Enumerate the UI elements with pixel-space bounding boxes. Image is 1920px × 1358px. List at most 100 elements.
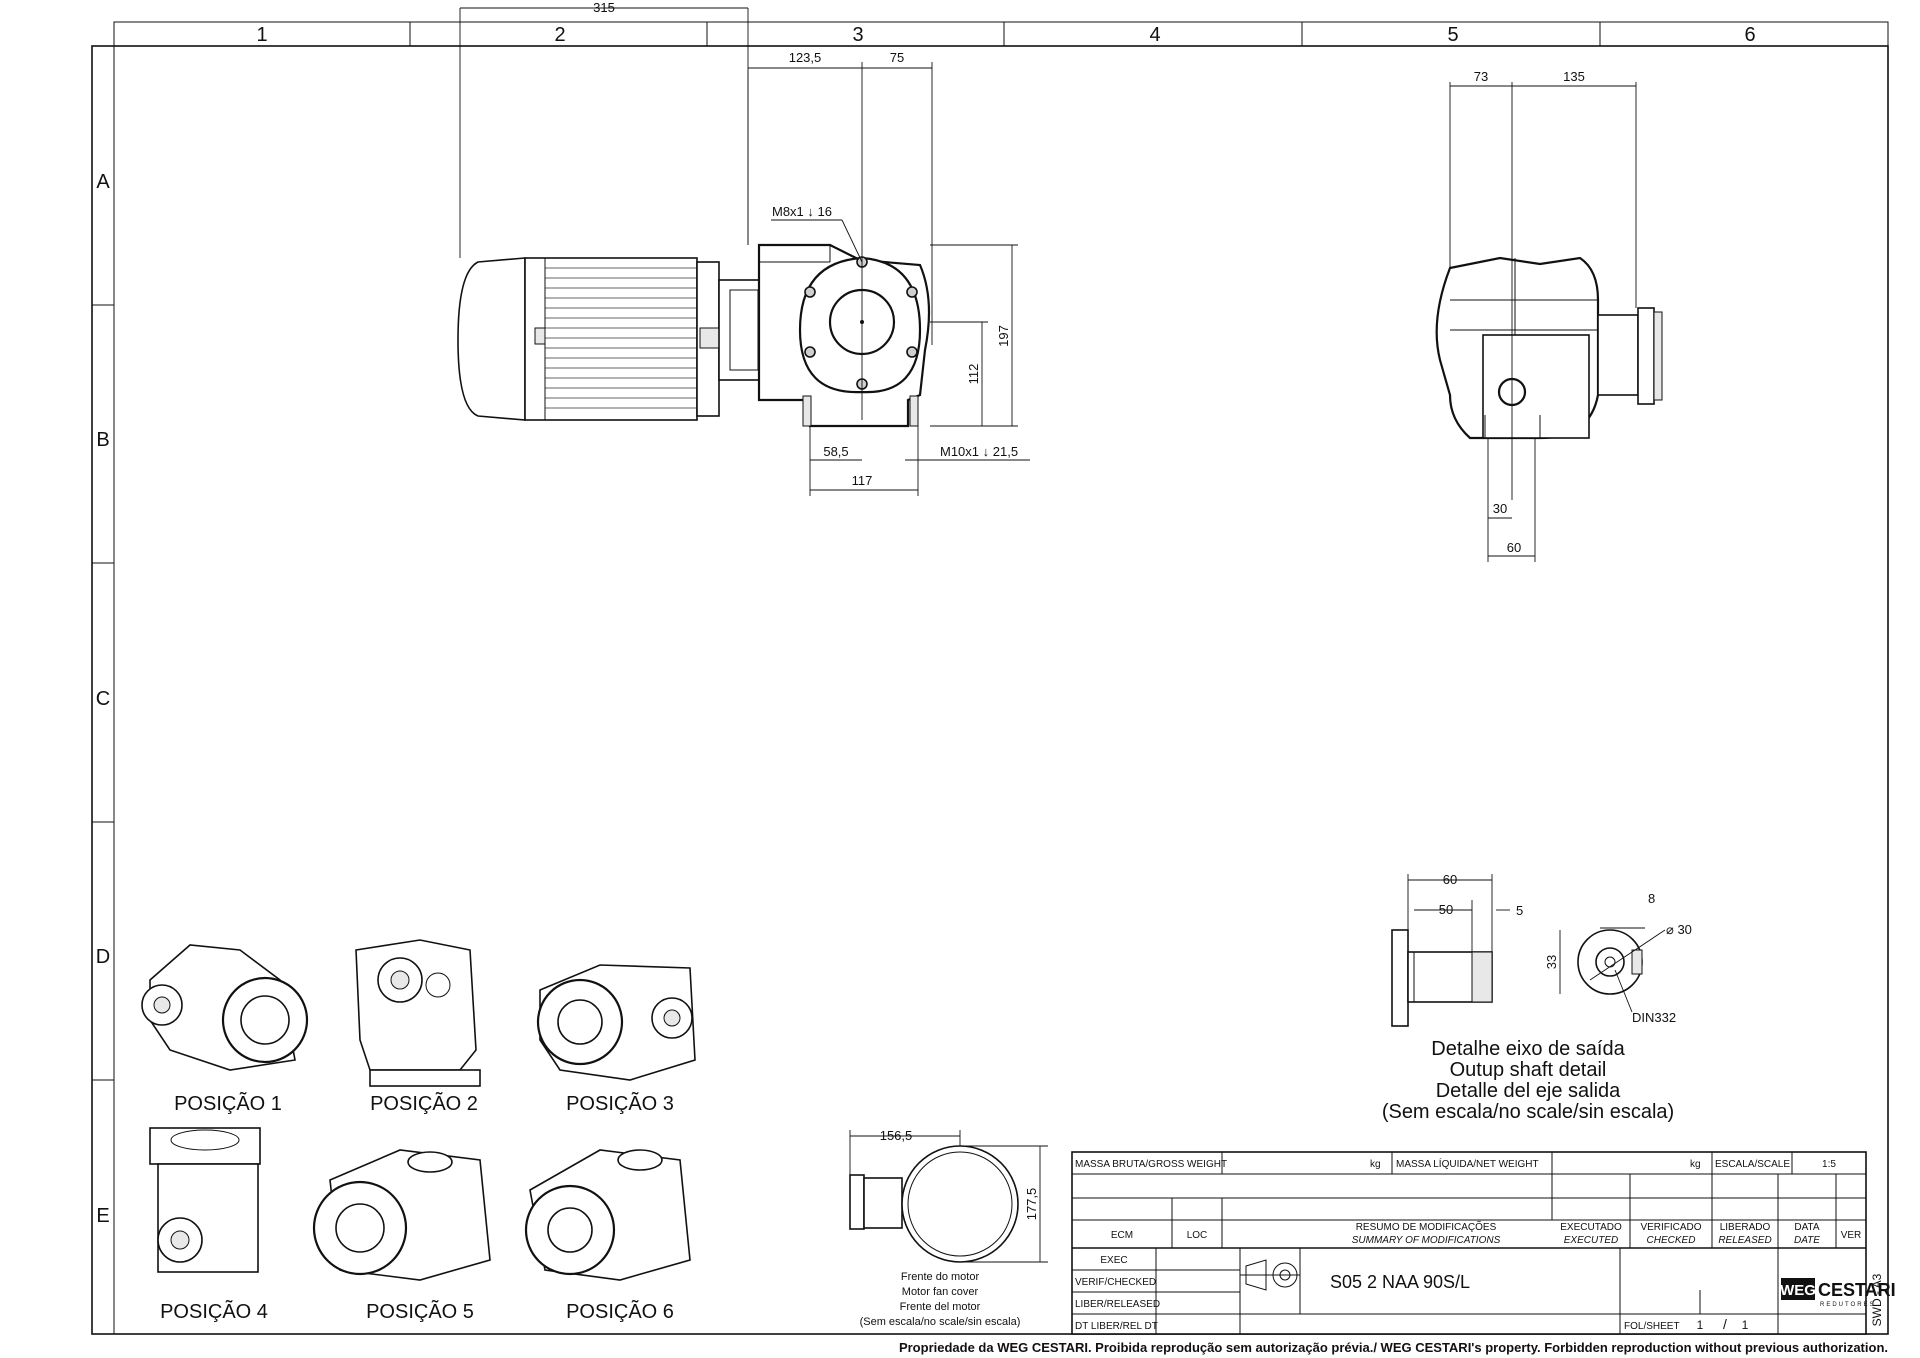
motor-cover-caption: Frente do motor Motor fan cover Frente d… [860,1271,1021,1328]
net-weight-label: MASSA LÍQUIDA/NET WEIGHT [1396,1157,1539,1170]
executed-label-en: EXECUTED [1564,1235,1618,1246]
dim-60: 60 [1507,540,1521,555]
verif-label: VERIF/CHECKED [1075,1277,1156,1288]
scale-value: 1:5 [1822,1159,1836,1170]
position-2-view [355,939,481,1087]
mounting-positions: POSIÇÃO 1 POSIÇÃO 2 POSIÇÃO 3 POSIÇÃO [141,939,696,1323]
position-4-view [149,1127,261,1273]
motor-cover-view [849,1145,1019,1263]
checked-label: VERIFICADO [1640,1222,1701,1233]
caption-line: Outup shaft detail [1450,1059,1607,1081]
row-label: C [96,688,110,710]
position-5-view [312,1149,491,1281]
column-label: 1 [256,24,267,46]
position-1-label: POSIÇÃO 1 [174,1091,282,1115]
scale-label: ESCALA/SCALE [1715,1159,1790,1170]
caption-line: Detalhe eixo de saída [1431,1038,1625,1060]
front-view [457,243,931,428]
dim-30: 30 [1493,501,1507,516]
row-label: A [96,171,110,193]
loc-label: LOC [1187,1230,1208,1241]
liber-label: LIBER/RELEASED [1075,1299,1160,1310]
dim-75: 75 [890,50,904,65]
dim-58-5: 58,5 [823,444,848,459]
dim-60-shaft: 60 [1443,872,1457,887]
position-6-view [524,1149,691,1281]
dim-5: 5 [1516,903,1523,918]
dim-135: 135 [1563,69,1585,84]
date-label: DATA [1794,1222,1820,1233]
din-label: DIN332 [1632,1010,1676,1025]
sheet-frame [91,21,1889,1335]
logo-weg: WEG [1780,1282,1816,1299]
column-label: 6 [1744,24,1755,46]
shaft-detail-dimensions: 60 50 5 8 33 ⌀ 30 DIN332 [1407,872,1692,1025]
row-label: B [96,429,109,451]
dim-156-5: 156,5 [880,1128,913,1143]
row-label: E [96,1205,109,1227]
sheet-code: SWD - A3 [1870,1273,1884,1326]
released-label: LIBERADO [1720,1222,1771,1233]
column-labels: 1 2 3 4 5 6 [256,22,1756,46]
logo-subtitle: REDUTORES [1820,1302,1876,1308]
released-label-en: RELEASED [1718,1235,1771,1246]
dim-73: 73 [1474,69,1488,84]
position-6-label: POSIÇÃO 6 [566,1299,674,1323]
ver-label: VER [1841,1230,1862,1241]
thread-m8: M8x1 ↓ 16 [772,204,832,219]
dim-177-5: 177,5 [1024,1188,1039,1221]
model-number: S05 2 NAA 90S/L [1330,1272,1470,1292]
front-view-dimensions: 315 123,5 75 M8x1 ↓ 16 197 112 58,5 117 … [459,0,1030,496]
dt-liber-label: DT LIBER/REL DT [1075,1321,1158,1332]
row-label: D [96,946,110,968]
kg-label: kg [1370,1159,1381,1170]
shaft-detail-caption: Detalhe eixo de saída Outup shaft detail… [1382,1038,1674,1123]
caption-line: (Sem escala/no scale/sin escala) [860,1316,1021,1328]
checked-label-en: CHECKED [1647,1235,1696,1246]
dim-8: 8 [1648,891,1655,906]
dim-197: 197 [996,325,1011,347]
dim-33: 33 [1544,955,1559,969]
caption-line: Frente do motor [901,1271,980,1283]
shaft-detail [1391,929,1643,1027]
gross-weight-label: MASSA BRUTA/GROSS WEIGHT [1075,1159,1227,1170]
weg-cestari-logo: WEG CESTARI REDUTORES [1780,1278,1896,1308]
caption-line: Motor fan cover [902,1286,979,1298]
dim-117: 117 [852,473,873,488]
column-label: 3 [852,24,863,46]
column-label: 4 [1149,24,1160,46]
caption-line: (Sem escala/no scale/sin escala) [1382,1101,1674,1123]
row-labels: A B C D E [92,171,114,1227]
caption-line: Frente del motor [900,1301,981,1313]
position-3-label: POSIÇÃO 3 [566,1091,674,1115]
side-view [1435,256,1663,440]
position-4-label: POSIÇÃO 4 [160,1299,268,1323]
executed-label: EXECUTADO [1560,1222,1622,1233]
kg-label: kg [1690,1159,1701,1170]
summary-label-en: SUMMARY OF MODIFICATIONS [1352,1235,1501,1246]
fol-sheet-label: FOL/SHEET [1624,1321,1680,1332]
thread-m10: M10x1 ↓ 21,5 [940,444,1018,459]
sheet-separator: / [1723,1316,1727,1332]
dim-315: 315 [593,0,615,15]
column-label: 5 [1447,24,1458,46]
position-2-label: POSIÇÃO 2 [370,1091,478,1115]
sheet-total: 1 [1742,1318,1749,1332]
title-block: MASSA BRUTA/GROSS WEIGHT kg MASSA LÍQUID… [1071,1151,1896,1335]
position-5-label: POSIÇÃO 5 [366,1299,474,1323]
side-view-dimensions: 73 135 30 60 [1449,69,1637,562]
exec-label: EXEC [1100,1255,1127,1266]
summary-label: RESUMO DE MODIFICAÇÕES [1356,1220,1497,1233]
column-label: 2 [554,24,565,46]
footer-copyright: Propriedade da WEG CESTARI. Proibida rep… [899,1340,1888,1355]
position-1-view [141,944,309,1071]
sheet-number: 1 [1697,1318,1704,1332]
motor-cover-dimensions: 156,5 177,5 [849,1128,1048,1263]
ecm-label: ECM [1111,1230,1133,1241]
position-3-view [536,964,696,1081]
dim-50: 50 [1439,902,1453,917]
projection-symbol [1240,1259,1300,1291]
caption-line: Detalle del eje salida [1436,1080,1621,1102]
date-label-en: DATE [1794,1235,1820,1246]
